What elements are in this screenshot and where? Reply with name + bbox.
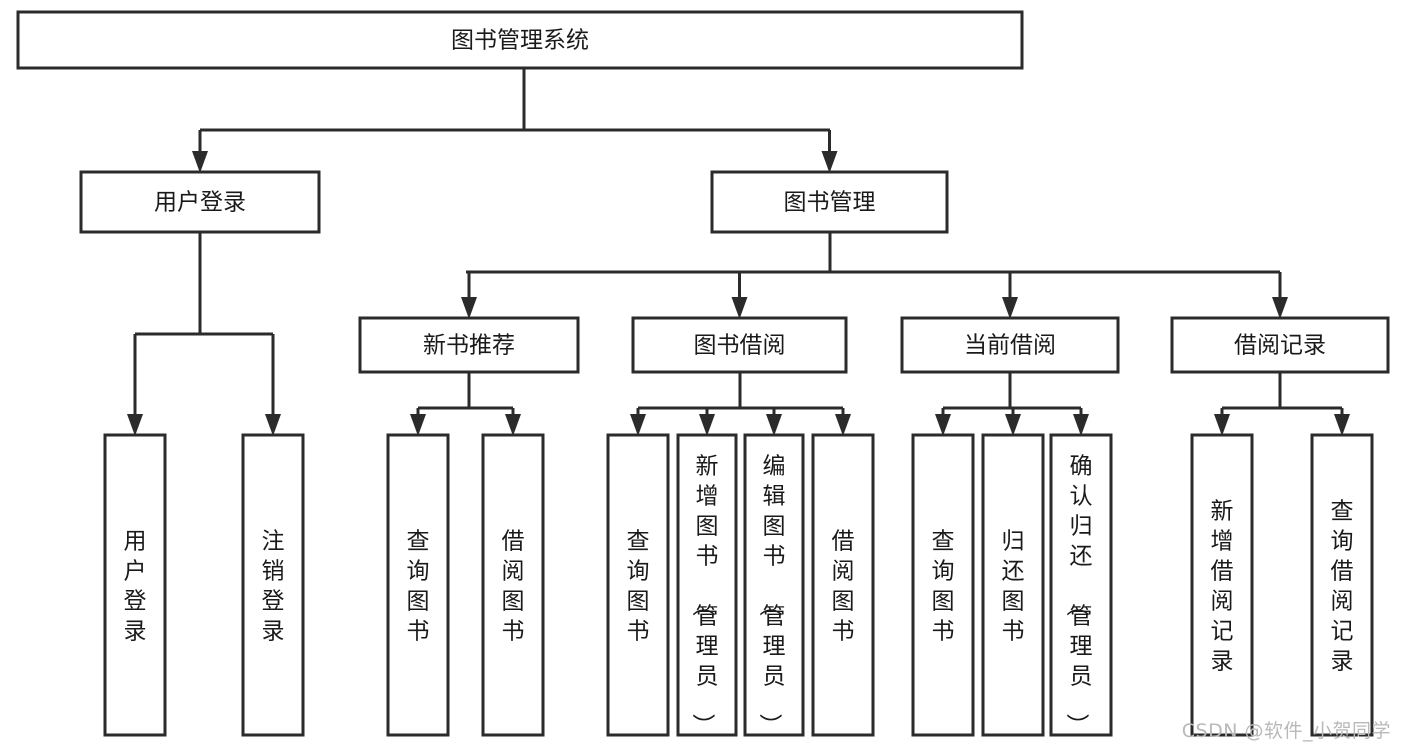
node-box[interactable]: [981, 433, 1045, 737]
node-leaf-edit-book[interactable]: 编辑图书（管理员）: [743, 433, 805, 737]
node-box[interactable]: [103, 433, 167, 737]
node-box[interactable]: [386, 433, 450, 737]
watermark-text: CSDN @软件_小贺同学: [1181, 720, 1391, 742]
node-box[interactable]: [811, 433, 875, 737]
node-box[interactable]: [16, 10, 1024, 70]
arrow-head-icon: [1005, 414, 1021, 436]
node-leaf-user-login[interactable]: 用户登录: [103, 433, 167, 737]
arrow-head-icon: [192, 151, 208, 173]
arrow-head-icon: [461, 297, 477, 319]
node-label: 图书管理系统: [451, 28, 589, 54]
node-label: 注销登录: [262, 528, 285, 644]
node-label: 查询图书: [932, 528, 955, 644]
node-label: 新增图书（管理员）: [690, 453, 719, 736]
node-leaf-query-book-2[interactable]: 查询图书: [606, 433, 670, 737]
node-label: 图书借阅: [694, 333, 786, 359]
node-box[interactable]: [676, 433, 738, 737]
node-box[interactable]: [241, 433, 305, 737]
node-box[interactable]: [710, 170, 949, 234]
node-label: 借阅记录: [1234, 333, 1326, 359]
node-box[interactable]: [631, 316, 848, 374]
node-leaf-query-book-1[interactable]: 查询图书: [386, 433, 450, 737]
node-leaf-borrow-book-1[interactable]: 借阅图书: [481, 433, 545, 737]
arrow-head-icon: [1272, 297, 1288, 319]
node-user-login[interactable]: 用户登录: [79, 170, 321, 234]
arrow-head-icon: [1002, 297, 1018, 319]
node-box[interactable]: [79, 170, 321, 234]
arrow-head-icon: [1334, 414, 1350, 436]
node-label: 编辑图书（管理员）: [757, 453, 786, 736]
node-leaf-add-book[interactable]: 新增图书（管理员）: [676, 433, 738, 737]
node-label: 查询借阅记录: [1331, 498, 1354, 674]
node-leaf-add-record[interactable]: 新增借阅记录: [1190, 433, 1254, 737]
node-leaf-query-record[interactable]: 查询借阅记录: [1310, 433, 1374, 737]
node-box[interactable]: [743, 433, 805, 737]
node-label: 图书管理: [784, 190, 876, 216]
node-label: 确认归还（管理员）: [1064, 453, 1093, 736]
node-label: 查询图书: [407, 528, 430, 644]
node-label: 归还图书: [1002, 528, 1025, 644]
node-label: 新增借阅记录: [1211, 498, 1234, 674]
node-box[interactable]: [1049, 433, 1113, 737]
node-box[interactable]: [606, 433, 670, 737]
arrow-head-icon: [630, 414, 646, 436]
node-label: 用户登录: [124, 528, 147, 644]
node-leaf-return-book[interactable]: 归还图书: [981, 433, 1045, 737]
node-label: 新书推荐: [423, 333, 515, 359]
node-layer: 图书管理系统用户登录图书管理新书推荐图书借阅当前借阅借阅记录用户登录注销登录查询…: [16, 10, 1390, 737]
node-current-borrow[interactable]: 当前借阅: [900, 316, 1120, 374]
node-borrow-record[interactable]: 借阅记录: [1170, 316, 1390, 374]
node-leaf-borrow-book-2[interactable]: 借阅图书: [811, 433, 875, 737]
node-label: 借阅图书: [832, 528, 855, 644]
node-box[interactable]: [911, 433, 975, 737]
arrow-head-icon: [821, 151, 838, 173]
node-leaf-query-book-3[interactable]: 查询图书: [911, 433, 975, 737]
arrow-head-icon: [265, 414, 281, 436]
arrow-head-icon: [410, 414, 426, 436]
arrow-head-icon: [699, 414, 715, 436]
connector-layer: [127, 68, 1350, 436]
arrow-head-icon: [731, 297, 748, 319]
node-leaf-logout[interactable]: 注销登录: [241, 433, 305, 737]
arrow-head-icon: [1214, 414, 1230, 436]
node-label: 借阅图书: [502, 528, 525, 644]
node-book-borrow[interactable]: 图书借阅: [631, 316, 848, 374]
arrow-head-icon: [1073, 414, 1089, 436]
arrow-head-icon: [505, 414, 521, 436]
node-box[interactable]: [1310, 433, 1374, 737]
node-box[interactable]: [900, 316, 1120, 374]
node-box[interactable]: [481, 433, 545, 737]
node-box[interactable]: [1170, 316, 1390, 374]
arrow-head-icon: [935, 414, 951, 436]
node-book-mgmt[interactable]: 图书管理: [710, 170, 949, 234]
node-box[interactable]: [358, 316, 580, 374]
arrow-head-icon: [766, 414, 782, 436]
node-label: 用户登录: [154, 190, 246, 216]
arrow-head-icon: [835, 414, 851, 436]
node-leaf-confirm-return[interactable]: 确认归还（管理员）: [1049, 433, 1113, 737]
node-label: 当前借阅: [964, 333, 1056, 359]
node-new-book-rec[interactable]: 新书推荐: [358, 316, 580, 374]
node-root[interactable]: 图书管理系统: [16, 10, 1024, 70]
node-label: 查询图书: [627, 528, 650, 644]
arrow-head-icon: [127, 414, 143, 436]
node-box[interactable]: [1190, 433, 1254, 737]
